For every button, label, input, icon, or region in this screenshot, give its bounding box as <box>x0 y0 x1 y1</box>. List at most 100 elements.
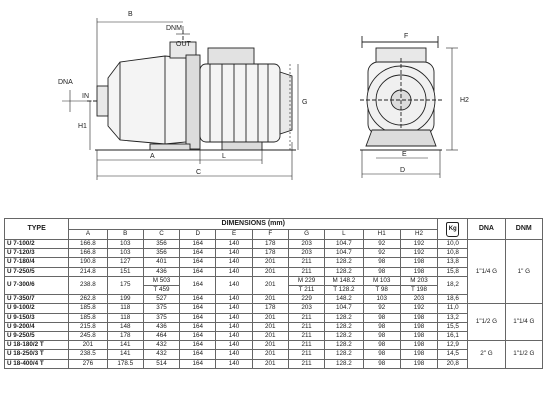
cell-g: 203 <box>287 248 326 259</box>
col-h2: H2 <box>399 228 439 240</box>
col-d: D <box>179 228 217 240</box>
row-type: U 7-120/3 <box>3 248 70 259</box>
cell-a: 245.8 <box>68 331 108 342</box>
weight-kg-icon: Kg <box>446 221 460 237</box>
table-row: U 7-100/2 166.8 103 356 164 140 178 203 … <box>3 238 544 305</box>
header-type: TYPE <box>3 218 70 240</box>
group-dna: 2" G <box>467 340 506 369</box>
cell-f: 201 <box>251 312 289 323</box>
col-g: G <box>287 228 326 240</box>
cell-g: M 229 <box>287 275 326 287</box>
cell-kg: 11,0 <box>437 303 469 314</box>
cell-c: 464 <box>142 331 181 342</box>
cell-d: 164 <box>179 340 217 351</box>
cell-f: 201 <box>251 275 289 296</box>
cell-c: 432 <box>142 349 181 360</box>
cell-c: T 459 <box>142 285 181 296</box>
row-type: U 7-300/6 <box>3 275 70 296</box>
cell-kg: 15,5 <box>437 321 469 333</box>
cell-b: 148 <box>106 321 144 333</box>
cell-h1: 92 <box>362 303 401 314</box>
dim-label-f: F <box>404 33 408 40</box>
cell-kg: 13,2 <box>437 312 469 323</box>
col-a: A <box>68 228 108 240</box>
table-row: U 7-120/3 166.8 103 356 164 140 178 203 … <box>3 248 543 259</box>
cell-d: 164 <box>179 266 217 277</box>
row-type: U 9-250/5 <box>3 331 70 342</box>
cell-l: 128.2 <box>324 331 364 342</box>
cell-h2: 198 <box>399 312 439 323</box>
table-header-row: TYPE DIMENSIONS (mm) Kg DNA DNM <box>3 218 544 240</box>
cell-a: 190.8 <box>68 257 108 268</box>
cell-h1: 98 <box>362 257 401 268</box>
cell-h1: 98 <box>362 321 401 333</box>
cell-l: 104.7 <box>324 248 364 259</box>
col-h1: H1 <box>362 228 401 240</box>
table-row: U 18-250/3 T 238.5 141 432 164 140 201 2… <box>3 349 543 360</box>
cell-d: 164 <box>179 248 217 259</box>
cell-h1: 92 <box>362 248 401 259</box>
header-dna: DNA <box>467 218 506 240</box>
cell-a: 238.5 <box>68 349 108 360</box>
table-row: U 9-100/2 185.8 118 375 164 140 178 203 … <box>3 303 544 342</box>
cell-l: 104.7 <box>324 303 364 314</box>
cell-b: 175 <box>106 275 144 296</box>
row-type: U 9-200/4 <box>3 321 70 333</box>
col-l: L <box>324 228 364 240</box>
cell-h2: 198 <box>399 257 439 268</box>
cell-kg: 10,0 <box>437 238 469 250</box>
cell-h2: 203 <box>399 294 439 305</box>
cell-g: 211 <box>287 321 326 333</box>
cell-b: 141 <box>106 340 144 351</box>
cell-f: 201 <box>251 294 289 305</box>
cell-c: 375 <box>142 303 181 314</box>
cell-b: 103 <box>106 238 144 250</box>
table-row: U 7-180/4 190.8 127 401 164 140 201 211 … <box>3 257 543 268</box>
cell-kg: 16,1 <box>437 331 469 342</box>
cell-g: 229 <box>287 294 326 305</box>
cell-c: 436 <box>142 321 181 333</box>
cell-d: 164 <box>179 349 217 360</box>
cell-g: 211 <box>287 257 326 268</box>
cell-c: M 503 <box>142 275 181 287</box>
cell-g: 203 <box>287 303 326 314</box>
cell-l: 104.7 <box>324 238 364 250</box>
row-type: U 18-250/3 T <box>3 349 70 360</box>
table-row: U 9-250/5 245.8 178 464 164 140 201 211 … <box>3 331 543 342</box>
table-row: U 18-180/2 T 201 141 432 164 140 201 211… <box>3 340 544 369</box>
row-type: U 18-180/2 T <box>3 340 70 351</box>
pump-front-view <box>360 36 442 151</box>
header-dnm: DNM <box>504 218 544 240</box>
cell-e: 140 <box>215 275 253 296</box>
cell-kg: 15,8 <box>437 266 469 277</box>
cell-c: 401 <box>142 257 181 268</box>
cell-h2: M 203 <box>399 275 439 287</box>
cell-a: 166.8 <box>68 248 108 259</box>
dim-label-d: D <box>400 167 405 174</box>
cell-h1: 103 <box>362 294 401 305</box>
dim-label-h1: H1 <box>78 123 87 130</box>
cell-l: 128.2 <box>324 321 364 333</box>
cell-b: 178.5 <box>106 358 144 369</box>
cell-kg: 18,6 <box>437 294 469 305</box>
cell-a: 185.8 <box>68 303 108 314</box>
cell-a: 201 <box>68 340 108 351</box>
dim-label-out: OUT <box>176 41 192 48</box>
cell-e: 140 <box>215 358 253 369</box>
col-b: B <box>106 228 144 240</box>
cell-a: 215.8 <box>68 321 108 333</box>
table-row: U 7-350/7 262.8 199 527 164 140 201 229 … <box>3 294 543 305</box>
cell-e: 140 <box>215 340 253 351</box>
dim-label-in: IN <box>82 93 89 100</box>
cell-b: 127 <box>106 257 144 268</box>
table-row: U 18-400/4 T 276 178.5 514 164 140 201 2… <box>3 358 543 369</box>
cell-a: 238.8 <box>68 275 108 296</box>
dim-label-e: E <box>402 151 407 158</box>
cell-l: 128.2 <box>324 340 364 351</box>
cell-a: 185.8 <box>68 312 108 323</box>
cell-h1: 98 <box>362 349 401 360</box>
cell-c: 356 <box>142 248 181 259</box>
cell-h1: T 98 <box>362 285 401 296</box>
cell-g: 211 <box>287 331 326 342</box>
col-c: C <box>142 228 181 240</box>
